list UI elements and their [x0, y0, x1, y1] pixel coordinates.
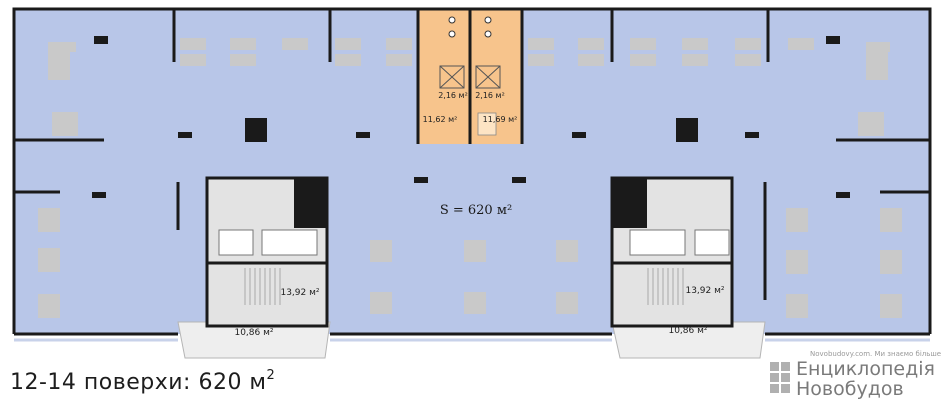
central-core	[418, 9, 522, 144]
brand-name-line1: Енциклопедія	[796, 358, 935, 380]
walls	[12, 7, 932, 336]
floor-plan: S = 620 м² 2,16 м² 2,16 м² 11,62 м² 11,6…	[12, 7, 932, 359]
floor-caption-superscript: 2	[266, 368, 276, 383]
brand-tagline: Novobudovy.com. Ми знаємо більше	[810, 350, 942, 358]
brand-logo: Енциклопедія Новобудов	[770, 356, 940, 402]
floor-caption-text: 12-14 поверхи: 620 м	[10, 370, 267, 395]
balcony-area-left-label: 10,86 м²	[234, 328, 273, 338]
columns	[92, 36, 850, 198]
shaft-area-right-label: 11,69 м²	[483, 115, 518, 124]
furniture	[38, 38, 902, 318]
service-core-left	[207, 178, 327, 326]
stair-area-right-label: 13,92 м²	[685, 286, 724, 296]
brand-name-line2: Новобудов	[796, 378, 904, 400]
total-area-label: S = 620 м²	[440, 203, 512, 218]
service-core-right	[612, 178, 732, 326]
balcony-area-right-label: 10,86 м²	[668, 326, 707, 336]
brand-logo-icon	[770, 362, 792, 398]
shaft-area-left-label: 11,62 м²	[423, 115, 458, 124]
balconies	[177, 321, 766, 359]
lift-area-left-label: 2,16 м²	[438, 91, 468, 100]
lift-area-right-label: 2,16 м²	[475, 91, 505, 100]
stair-area-left-label: 13,92 м²	[280, 288, 319, 298]
floor-caption: 12-14 поверхи: 620 м2	[10, 368, 276, 395]
